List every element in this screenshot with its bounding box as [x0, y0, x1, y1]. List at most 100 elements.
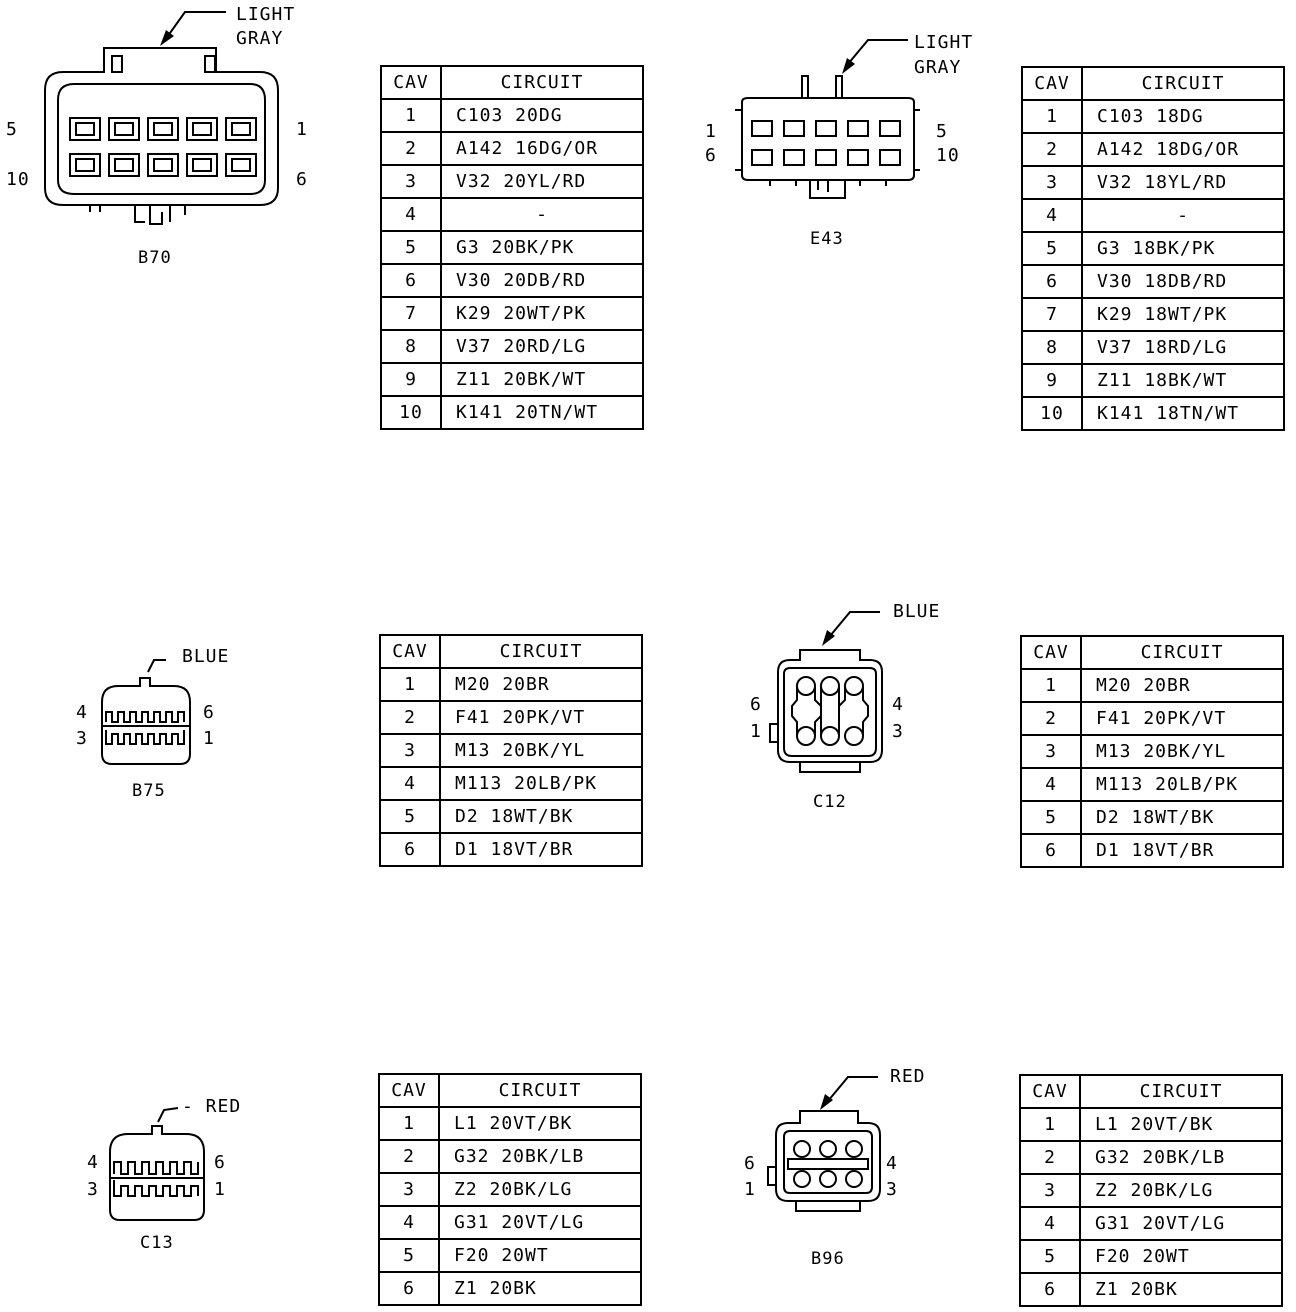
circuit-code: V30 18DB/RD — [1081, 264, 1285, 299]
cavity-number: 4 — [1021, 198, 1083, 233]
circuit-code: L1 20VT/BK — [1079, 1107, 1283, 1142]
circuit-code: G31 20VT/LG — [1079, 1206, 1283, 1241]
circuit-code: C103 20DG — [440, 98, 644, 133]
circuit-code: Z1 20BK — [1079, 1272, 1283, 1307]
cavity-number: 3 — [380, 164, 442, 199]
e43-connector-drawing — [735, 39, 920, 199]
b70-color-label-line1: LIGHT — [236, 4, 296, 25]
c12-color-label: BLUE — [893, 601, 941, 622]
c13-cavity-label-top-left: 4 — [87, 1152, 99, 1173]
cavity-number: 2 — [380, 131, 442, 166]
circuit-code: C103 18DG — [1081, 99, 1285, 134]
e43-cavity-label-bottom-right: 10 — [936, 145, 960, 166]
c12-connector-drawing — [769, 611, 883, 773]
b70-cavity-label-top-right: 1 — [296, 119, 308, 140]
c13-cavity-label-bottom-right: 1 — [214, 1179, 226, 1200]
cavity-number: 8 — [1021, 330, 1083, 365]
cavity-number: 6 — [1020, 833, 1082, 868]
circuit-code: F41 20PK/VT — [1080, 701, 1284, 736]
b75-cavity-label-top-right: 6 — [203, 702, 215, 723]
cav-header: CAV — [1020, 635, 1082, 670]
circuit-code: G32 20BK/LB — [438, 1139, 642, 1174]
cavity-number: 6 — [379, 832, 441, 867]
circuit-header: CIRCUIT — [1081, 66, 1285, 101]
circuit-code: M113 20LB/PK — [439, 766, 643, 801]
circuit-code: A142 18DG/OR — [1081, 132, 1285, 167]
circuit-code: Z11 20BK/WT — [440, 362, 644, 397]
c13-cavity-label-bottom-left: 3 — [87, 1179, 99, 1200]
cavity-number: 6 — [380, 263, 442, 298]
cavity-number: 5 — [1021, 231, 1083, 266]
c12-cavity-label-bottom-right: 3 — [892, 721, 904, 742]
circuit-header: CIRCUIT — [438, 1073, 642, 1108]
circuit-code: G3 20BK/PK — [440, 230, 644, 265]
circuit-code: V32 18YL/RD — [1081, 165, 1285, 200]
cav-header: CAV — [380, 65, 442, 100]
c12-cavity-label-bottom-left: 1 — [750, 721, 762, 742]
cavity-number: 5 — [380, 230, 442, 265]
cavity-number: 1 — [379, 667, 441, 702]
e43-color-label-line2: GRAY — [914, 57, 962, 78]
cavity-number: 5 — [378, 1238, 440, 1273]
cavity-number: 2 — [1019, 1140, 1081, 1175]
circuit-code: M20 20BR — [439, 667, 643, 702]
circuit-code: - — [1081, 198, 1285, 233]
cavity-number: 3 — [379, 733, 441, 768]
cavity-number: 3 — [1021, 165, 1083, 200]
circuit-code: A142 16DG/OR — [440, 131, 644, 166]
b75-connector-id: B75 — [132, 781, 166, 801]
b96-cavity-label-bottom-left: 1 — [744, 1179, 756, 1200]
b96-cavity-label-bottom-right: 3 — [886, 1179, 898, 1200]
circuit-code: K141 18TN/WT — [1081, 396, 1285, 431]
cavity-number: 4 — [380, 197, 442, 232]
circuit-header: CIRCUIT — [439, 634, 643, 669]
circuit-code: K141 20TN/WT — [440, 395, 644, 430]
e43-cavity-label-top-right: 5 — [936, 121, 948, 142]
b96-connector-id: B96 — [811, 1249, 845, 1269]
circuit-code: K29 18WT/PK — [1081, 297, 1285, 332]
b75-cavity-label-top-left: 4 — [76, 702, 88, 723]
c13-cavity-label-top-right: 6 — [214, 1152, 226, 1173]
cavity-number: 10 — [1021, 396, 1083, 431]
b96-connector-drawing — [767, 1076, 881, 1212]
cavity-number: 4 — [1020, 767, 1082, 802]
circuit-code: V30 20DB/RD — [440, 263, 644, 298]
cavity-number: 1 — [1021, 99, 1083, 134]
cavity-number: 3 — [1019, 1173, 1081, 1208]
cavity-number: 1 — [378, 1106, 440, 1141]
circuit-code: D2 18WT/BK — [439, 799, 643, 834]
cav-header: CAV — [379, 634, 441, 669]
circuit-code: Z11 18BK/WT — [1081, 363, 1285, 398]
